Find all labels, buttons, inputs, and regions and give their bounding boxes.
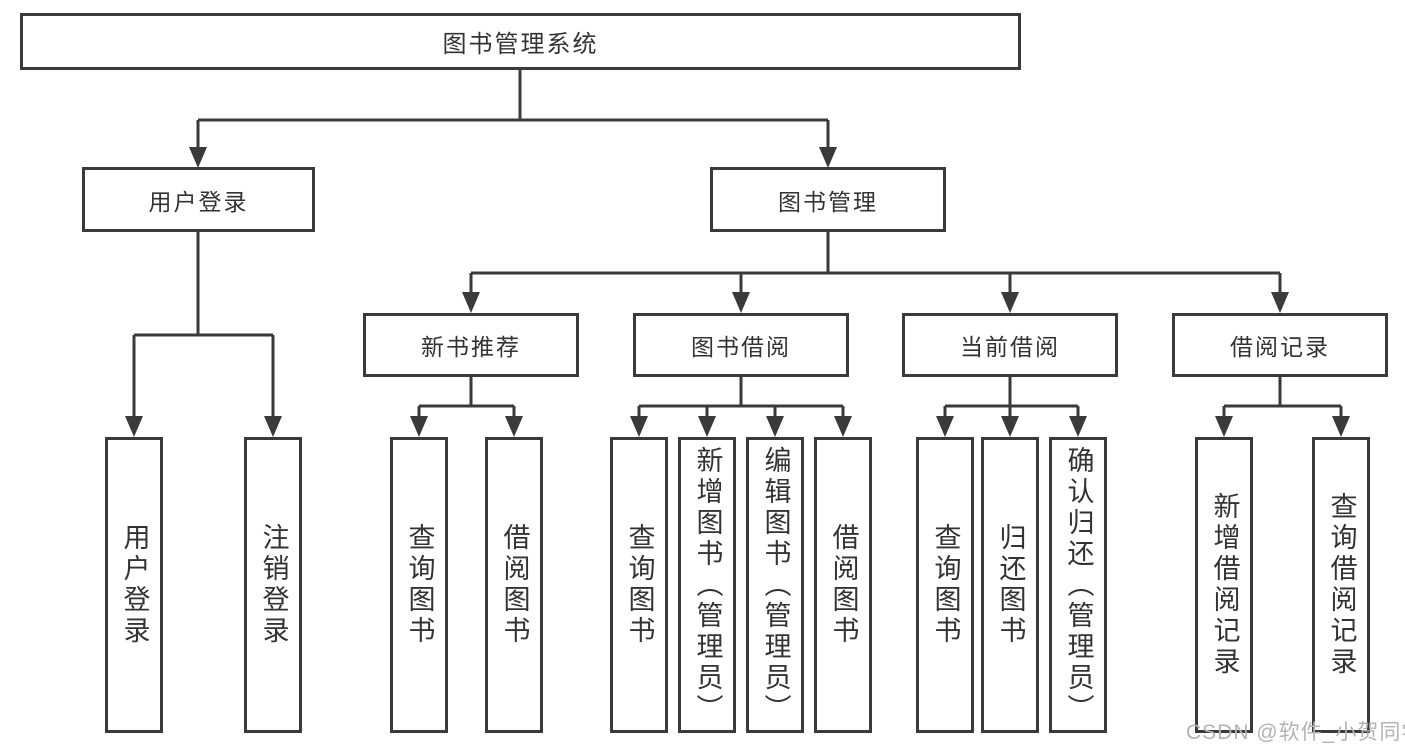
arrowhead-icon: [1069, 416, 1087, 437]
arrowhead-icon: [698, 416, 716, 437]
arrowhead-icon: [834, 416, 852, 437]
arrowhead-icon: [189, 147, 207, 168]
connector-book-borrow: [637, 377, 845, 419]
group-book-borrow: 图书借阅: [633, 313, 849, 377]
connector-user-login: [132, 232, 275, 419]
arrowhead-icon: [1001, 292, 1019, 313]
leaf-borrow-books: 借阅图书: [814, 437, 872, 733]
branch-user-login: 用户登录: [82, 167, 315, 232]
connector-new-book: [417, 377, 516, 419]
arrowhead-icon: [505, 416, 523, 437]
leaf-query-books-borrow: 查询图书: [610, 437, 668, 733]
arrowhead-icon: [732, 292, 750, 313]
arrowhead-icon: [936, 416, 954, 437]
connector-current-borrow: [943, 377, 1080, 419]
branch-book-management: 图书管理: [710, 167, 946, 232]
csdn-watermark: CSDN @软件_小贺同学: [1186, 721, 1405, 744]
arrowhead-icon: [410, 416, 428, 437]
leaf-query-borrow-record: 查询借阅记录: [1312, 437, 1370, 733]
arrowhead-icon: [1271, 292, 1289, 313]
leaf-edit-books-admin: 编辑图书（管理员）: [746, 437, 804, 733]
arrowhead-icon: [264, 416, 282, 437]
group-current-borrow: 当前借阅: [902, 313, 1118, 377]
leaf-query-books-current: 查询图书: [916, 437, 974, 733]
group-borrow-records: 借阅记录: [1172, 313, 1388, 377]
arrowhead-icon: [819, 147, 837, 168]
leaf-add-books-admin: 新增图书（管理员）: [678, 437, 736, 733]
root-node-library-system: 图书管理系统: [20, 13, 1021, 70]
arrowhead-icon: [125, 416, 143, 437]
leaf-confirm-return-admin: 确认归还（管理员）: [1049, 437, 1107, 733]
leaf-return-books: 归还图书: [981, 437, 1039, 733]
arrowhead-icon: [1332, 416, 1350, 437]
leaf-query-books-recommend: 查询图书: [390, 437, 448, 733]
arrowhead-icon: [1001, 416, 1019, 437]
arrowhead-icon: [766, 416, 784, 437]
arrowhead-icon: [462, 292, 480, 313]
arrowhead-icon: [1215, 416, 1233, 437]
leaf-user-login: 用户登录: [105, 437, 163, 733]
connector-root: [196, 70, 830, 150]
leaf-add-borrow-record: 新增借阅记录: [1195, 437, 1253, 733]
leaf-logout: 注销登录: [244, 437, 302, 733]
connector-borrow-records: [1222, 377, 1343, 419]
leaf-borrow-books-recommend: 借阅图书: [485, 437, 543, 733]
connector-book-management: [469, 232, 1282, 295]
arrowhead-icon: [630, 416, 648, 437]
group-new-book-recommend: 新书推荐: [363, 313, 579, 377]
